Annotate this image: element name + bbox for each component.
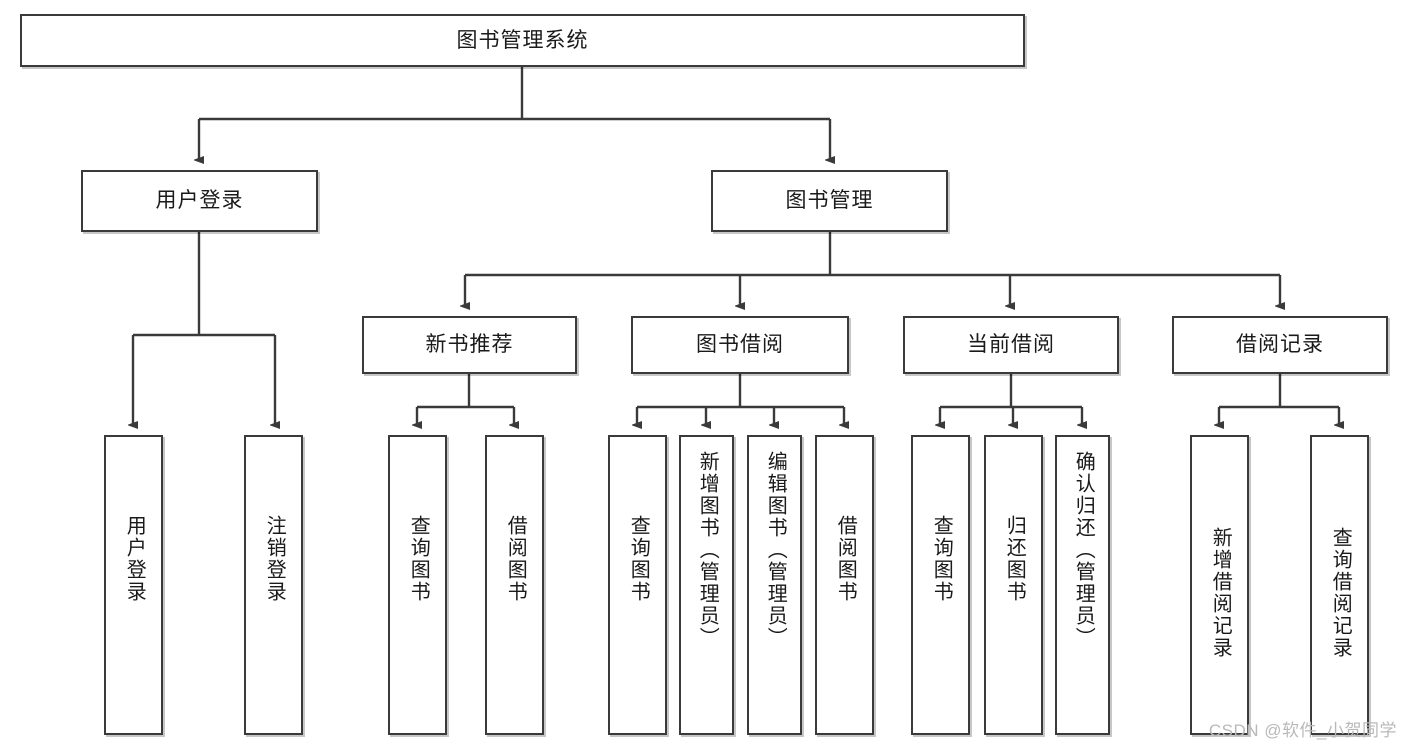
node-label: 查询图书 [407,515,430,603]
node-label: 图书借阅 [696,333,784,357]
node-label: 图书管理 [785,189,874,213]
node-label: 借阅图书 [834,515,857,603]
node-leaf-borrow-book[interactable]: 借阅图书 [815,435,874,735]
node-root[interactable]: 图书管理系统 [20,14,1025,67]
node-current-borrow[interactable]: 当前借阅 [903,316,1119,374]
node-leaf-query-book-borrow[interactable]: 查询图书 [608,435,667,735]
node-label: 当前借阅 [967,333,1055,357]
node-label: 借阅记录 [1236,333,1324,357]
watermark: CSDN @软件_小贺同学 [1208,721,1397,740]
node-label: 编辑图书（管理员） [764,451,787,649]
node-label: 新增借阅记录 [1209,527,1232,659]
node-label: 图书管理系统 [456,28,589,52]
node-book-manage[interactable]: 图书管理 [711,170,948,232]
node-leaf-add-book[interactable]: 新增图书（管理员） [679,435,734,735]
node-user-login[interactable]: 用户登录 [81,170,318,232]
node-leaf-borrow-book-recommend[interactable]: 借阅图书 [485,435,544,735]
node-leaf-user-login[interactable]: 用户登录 [104,435,163,735]
node-label: 新增图书（管理员） [696,451,719,649]
node-borrow-record[interactable]: 借阅记录 [1172,316,1388,374]
node-label: 用户登录 [123,515,146,603]
node-label: 查询图书 [627,515,650,603]
node-label: 确认归还（管理员） [1072,451,1095,649]
node-leaf-confirm-return[interactable]: 确认归还（管理员） [1055,435,1110,735]
node-leaf-return-book[interactable]: 归还图书 [984,435,1043,735]
node-book-borrow[interactable]: 图书借阅 [631,316,849,374]
node-leaf-query-book-recommend[interactable]: 查询图书 [388,435,447,735]
node-label: 查询图书 [930,515,953,603]
node-leaf-edit-book[interactable]: 编辑图书（管理员） [747,435,802,735]
node-new-book-recommend[interactable]: 新书推荐 [362,316,577,374]
node-label: 注销登录 [263,515,286,603]
node-leaf-logout[interactable]: 注销登录 [244,435,303,735]
node-label: 新书推荐 [425,333,514,357]
node-leaf-query-book-current[interactable]: 查询图书 [911,435,970,735]
node-label: 用户登录 [155,189,244,213]
node-label: 归还图书 [1003,515,1026,603]
node-leaf-add-borrow-record[interactable]: 新增借阅记录 [1190,435,1249,735]
node-label: 查询借阅记录 [1329,527,1352,659]
node-leaf-query-borrow-record[interactable]: 查询借阅记录 [1310,435,1369,735]
node-label: 借阅图书 [504,515,527,603]
